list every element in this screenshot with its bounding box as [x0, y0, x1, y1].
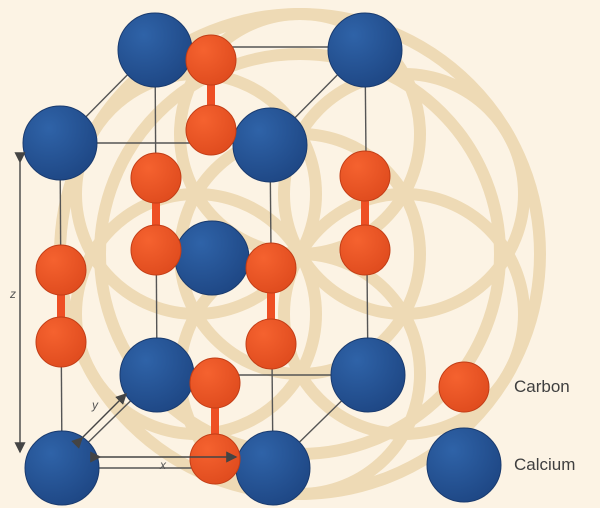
carbon-atom — [189, 357, 241, 409]
carbon-atom — [130, 224, 182, 276]
calcium-atom — [330, 337, 406, 413]
carbon-atom — [35, 316, 87, 368]
legend-carbon-label: Carbon — [514, 377, 570, 396]
carbon-atom — [130, 152, 182, 204]
carbon-atom — [185, 104, 237, 156]
calcium-atom — [119, 337, 195, 413]
z-axis-label: z — [10, 287, 16, 301]
calcium-atom — [117, 12, 193, 88]
x-axis-label: x — [160, 458, 166, 472]
y-axis-arrow — [71, 393, 127, 449]
calcium-atom — [327, 12, 403, 88]
axis-arrows — [14, 152, 238, 463]
legend-swatches — [426, 361, 502, 503]
carbon-atom — [245, 242, 297, 294]
carbon-atom — [339, 224, 391, 276]
carbon-atom — [245, 318, 297, 370]
carbon-atom — [35, 244, 87, 296]
carbon-atom — [189, 433, 241, 485]
calcium-atom — [235, 430, 311, 506]
carbon-atom — [185, 34, 237, 86]
calcium-atom — [232, 107, 308, 183]
legend-calcium-swatch — [426, 427, 502, 503]
legend-calcium-label: Calcium — [514, 455, 576, 474]
carbon-atoms — [35, 34, 391, 485]
calcium-atoms — [22, 12, 406, 506]
calcium-atom — [174, 220, 250, 296]
calcium-atom — [22, 105, 98, 181]
legend-carbon-swatch — [438, 361, 490, 413]
calcium-atom — [24, 430, 100, 506]
y-axis-label: y — [92, 398, 98, 412]
carbon-atom — [339, 150, 391, 202]
